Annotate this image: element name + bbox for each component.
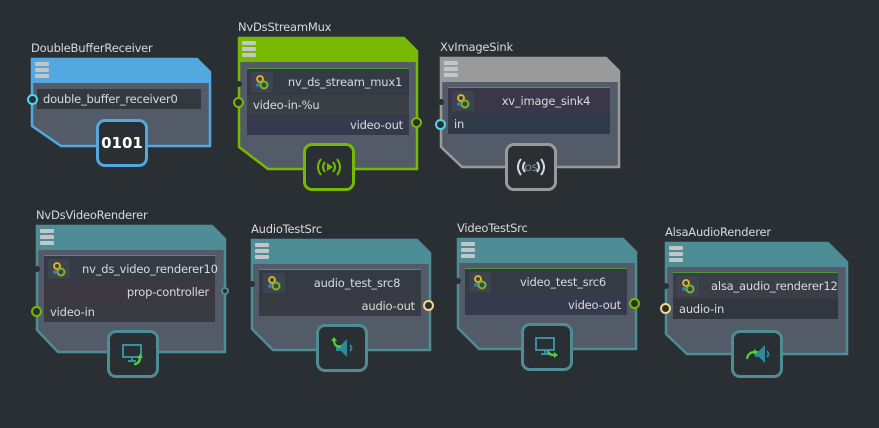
svg-text:OS: OS (525, 164, 538, 174)
node-audio-test-src[interactable]: AudioTestSrc audio_test_src8 audio-out (249, 222, 434, 375)
node-double-buffer-receiver[interactable]: DoubleBufferReceiver double_buffer_recei… (27, 41, 212, 168)
monitor-out-icon[interactable] (521, 323, 573, 371)
port-control[interactable] (438, 99, 444, 105)
instance-header[interactable]: alsa_audio_renderer12 (673, 272, 838, 299)
node-type-label: AlsaAudioRenderer (665, 225, 771, 239)
speaker-out-icon[interactable] (316, 324, 368, 372)
components-gear-icon (452, 91, 474, 111)
instance-name: video_test_src6 (519, 275, 607, 289)
instance-header[interactable]: xv_image_sink4 (448, 87, 610, 114)
menu-handle-icon[interactable] (669, 246, 683, 264)
instance-name: xv_image_sink4 (501, 94, 591, 108)
node-nv-ds-stream-mux[interactable]: NvDsStreamMux nv_ds_stream_mux1 video-in… (233, 20, 422, 193)
port-label-audio-out: audio-out (259, 296, 421, 316)
components-gear-icon (251, 72, 273, 92)
port-control[interactable] (34, 266, 40, 272)
port-video-in[interactable] (233, 97, 244, 108)
binary-icon[interactable]: 0101 (96, 119, 148, 167)
components-gear-icon (677, 276, 699, 296)
port-audio-in[interactable] (660, 303, 671, 314)
node-type-label: NvDsVideoRenderer (36, 208, 148, 222)
port-in[interactable] (435, 119, 446, 130)
node-video-test-src[interactable]: VideoTestSrc video_test_src6 video-out (455, 221, 640, 374)
node-type-label: XvImageSink (440, 40, 513, 54)
instance-header[interactable]: nv_ds_video_renderer10 (44, 255, 218, 282)
instance-name: audio_test_src8 (313, 276, 401, 290)
menu-handle-icon[interactable] (242, 41, 256, 59)
port-control[interactable] (663, 283, 669, 289)
components-gear-icon (263, 273, 285, 293)
instance-header[interactable]: audio_test_src8 (259, 269, 421, 296)
port-in[interactable] (27, 94, 38, 105)
port-label-video-out: video-out (465, 295, 627, 315)
os-broadcast-icon[interactable]: OS (505, 143, 557, 191)
port-label-in: in (448, 114, 610, 134)
port-label-prop-controller: prop-controller (44, 282, 215, 302)
monitor-in-icon[interactable] (107, 330, 159, 378)
menu-handle-icon[interactable] (40, 229, 54, 247)
port-video-out[interactable] (629, 298, 640, 309)
components-gear-icon (469, 272, 491, 292)
instance-name: nv_ds_video_renderer10 (82, 262, 218, 276)
port-control[interactable] (236, 81, 242, 87)
instance-name: alsa_audio_renderer12 (711, 279, 838, 293)
node-type-label: DoubleBufferReceiver (31, 41, 153, 55)
speaker-in-icon[interactable] (731, 330, 783, 378)
components-gear-icon (48, 259, 70, 279)
instance-header[interactable]: nv_ds_stream_mux1 (247, 68, 409, 95)
port-control[interactable] (249, 281, 255, 287)
instance-header[interactable]: video_test_src6 (465, 268, 627, 295)
menu-handle-icon[interactable] (444, 61, 458, 79)
port-label-video-out: video-out (247, 115, 409, 135)
port-label-video-in: video-in-%u (247, 95, 409, 115)
broadcast-icon[interactable] (303, 143, 355, 191)
node-type-label: VideoTestSrc (457, 221, 528, 235)
instance-name[interactable]: double_buffer_receiver0 (37, 89, 201, 109)
menu-handle-icon[interactable] (35, 62, 49, 80)
node-type-label: AudioTestSrc (251, 222, 323, 236)
port-video-out[interactable] (411, 117, 422, 128)
port-video-in[interactable] (31, 306, 42, 317)
node-nv-ds-video-renderer[interactable]: NvDsVideoRenderer nv_ds_video_renderer10… (31, 208, 229, 383)
port-label-video-in: video-in (44, 302, 215, 322)
port-prop-controller[interactable] (221, 287, 229, 295)
node-xv-image-sink[interactable]: XvImageSink xv_image_sink4 in OS (435, 40, 621, 193)
node-type-label: NvDsStreamMux (238, 20, 332, 34)
port-label-audio-in: audio-in (673, 299, 838, 319)
instance-name: nv_ds_stream_mux1 (287, 75, 403, 89)
node-alsa-audio-renderer[interactable]: AlsaAudioRenderer alsa_audio_renderer12 … (660, 225, 849, 380)
port-control[interactable] (455, 278, 461, 284)
menu-handle-icon[interactable] (255, 243, 269, 261)
menu-handle-icon[interactable] (461, 242, 475, 260)
port-audio-out[interactable] (423, 300, 434, 311)
